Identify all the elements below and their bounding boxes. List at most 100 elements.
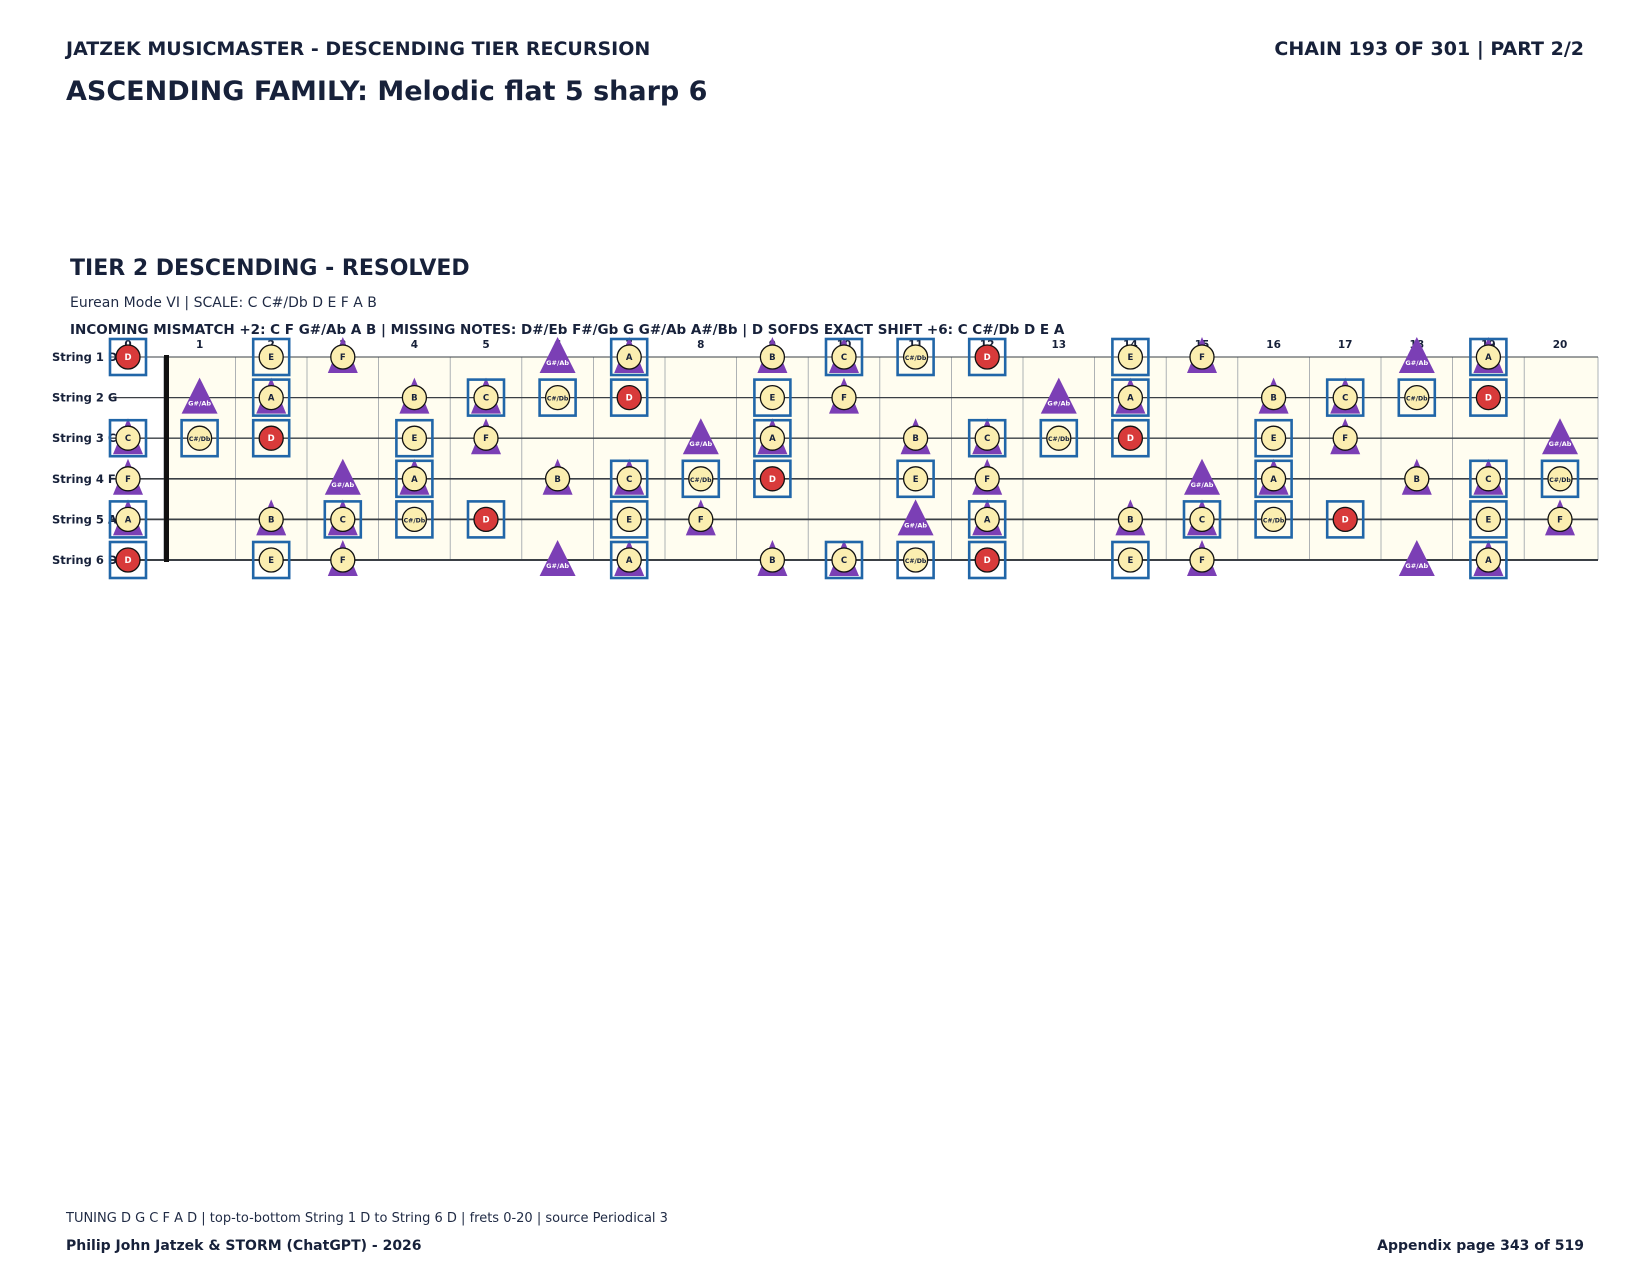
note-label: C#/Db — [905, 558, 927, 565]
shift-box — [967, 540, 1007, 580]
note-label: D — [124, 353, 131, 363]
root-note-marker — [974, 344, 1000, 370]
root-note-marker — [473, 506, 499, 533]
scale-note-marker — [1547, 506, 1573, 533]
root-note-marker — [1332, 506, 1358, 533]
mismatch-triangle — [1542, 418, 1578, 455]
note-label: B — [1127, 515, 1133, 525]
footer-credit: Philip John Jatzek & STORM (ChatGPT) - 2… — [66, 1238, 422, 1254]
shift-box — [251, 418, 291, 458]
note-label: E — [1271, 434, 1277, 444]
scale-note-marker — [186, 425, 213, 451]
shift-box — [251, 378, 291, 417]
note-label: F — [1199, 353, 1205, 363]
shift-box — [896, 459, 935, 499]
scale-note-marker — [974, 506, 1000, 533]
note-label: F — [340, 353, 346, 363]
note-label: E — [769, 394, 775, 404]
scale-note-marker — [759, 425, 786, 451]
shift-box — [180, 418, 219, 458]
note-label: C — [483, 394, 489, 404]
note-label: A — [411, 475, 418, 485]
triangle-label: G#/Ab — [188, 400, 211, 408]
note-label: D — [124, 556, 131, 566]
scale-note-marker — [401, 506, 428, 533]
note-label: B — [1414, 475, 1420, 485]
shift-box — [395, 459, 434, 499]
note-label: F — [1342, 434, 1348, 444]
note-label: A — [1127, 394, 1134, 404]
shift-box — [967, 500, 1007, 539]
scale-note-marker — [258, 506, 284, 533]
fret-number: 17 — [1338, 339, 1353, 351]
note-label: C — [125, 434, 131, 444]
mismatch-triangle — [539, 540, 576, 576]
mismatch-triangle — [181, 377, 218, 414]
shift-box — [609, 500, 649, 539]
shift-box — [896, 337, 935, 377]
note-label: C — [1485, 475, 1491, 485]
fret-number: 5 — [482, 339, 489, 351]
note-label: F — [483, 434, 489, 444]
scale-note-marker — [1189, 547, 1215, 573]
note-label: E — [913, 475, 919, 485]
note-label: E — [268, 556, 274, 566]
note-label: A — [1485, 556, 1492, 566]
note-label: A — [626, 556, 633, 566]
scale-note-marker — [831, 384, 857, 411]
shift-box — [1469, 540, 1508, 580]
note-label: D — [482, 515, 489, 525]
shift-box — [609, 540, 649, 580]
scale-note-marker — [974, 425, 1000, 451]
note-label: A — [626, 353, 633, 363]
note-label: A — [984, 515, 991, 525]
shift-box — [395, 500, 434, 539]
shift-box — [1325, 500, 1365, 539]
fretboard-background — [166, 357, 1598, 560]
string-label: String 2 G — [52, 391, 117, 405]
note-label: B — [912, 434, 918, 444]
shift-box — [251, 540, 291, 580]
scale-note-marker — [1260, 466, 1287, 492]
shift-box — [609, 378, 649, 417]
scale-note-marker — [1475, 547, 1502, 573]
shift-box — [824, 540, 864, 580]
scale-note-marker — [1117, 506, 1144, 533]
shift-box — [609, 337, 649, 377]
note-label: E — [1485, 515, 1491, 525]
note-label: C#/Db — [690, 477, 712, 484]
scale-note-marker — [1117, 384, 1144, 411]
shift-box — [1325, 378, 1365, 417]
triangle-label: G#/Ab — [1405, 359, 1428, 367]
nut — [164, 355, 169, 562]
note-label: E — [626, 515, 632, 525]
scale-note-marker — [258, 384, 284, 411]
shift-box — [1039, 418, 1079, 458]
note-label: D — [1342, 515, 1349, 525]
note-label: B — [769, 353, 775, 363]
scale-note-marker — [1189, 344, 1215, 370]
scale-note-marker — [616, 506, 642, 533]
scale-note-marker — [1117, 344, 1144, 370]
shift-box — [323, 500, 363, 539]
scale-note-marker — [759, 384, 786, 411]
tier-info: INCOMING MISMATCH +2: C F G#/Ab A B | MI… — [70, 322, 1065, 338]
shift-box — [251, 337, 291, 377]
shift-box — [1540, 459, 1580, 499]
note-label: C — [1199, 515, 1205, 525]
note-label: B — [268, 515, 274, 525]
scale-note-marker — [688, 466, 714, 492]
scale-note-marker — [1332, 425, 1358, 451]
scale-note-marker — [544, 384, 571, 411]
fret-number: 16 — [1266, 339, 1281, 351]
note-label: F — [1199, 556, 1205, 566]
note-label: C#/Db — [1048, 436, 1070, 443]
note-label: C#/Db — [1549, 477, 1571, 484]
shift-box — [1469, 500, 1508, 539]
note-label: C#/Db — [404, 517, 426, 524]
shift-box — [1254, 418, 1293, 458]
scale-note-marker — [330, 506, 356, 533]
mismatch-triangle — [1040, 377, 1077, 414]
triangle-label: G#/Ab — [331, 481, 354, 489]
mismatch-triangle — [1398, 540, 1435, 576]
